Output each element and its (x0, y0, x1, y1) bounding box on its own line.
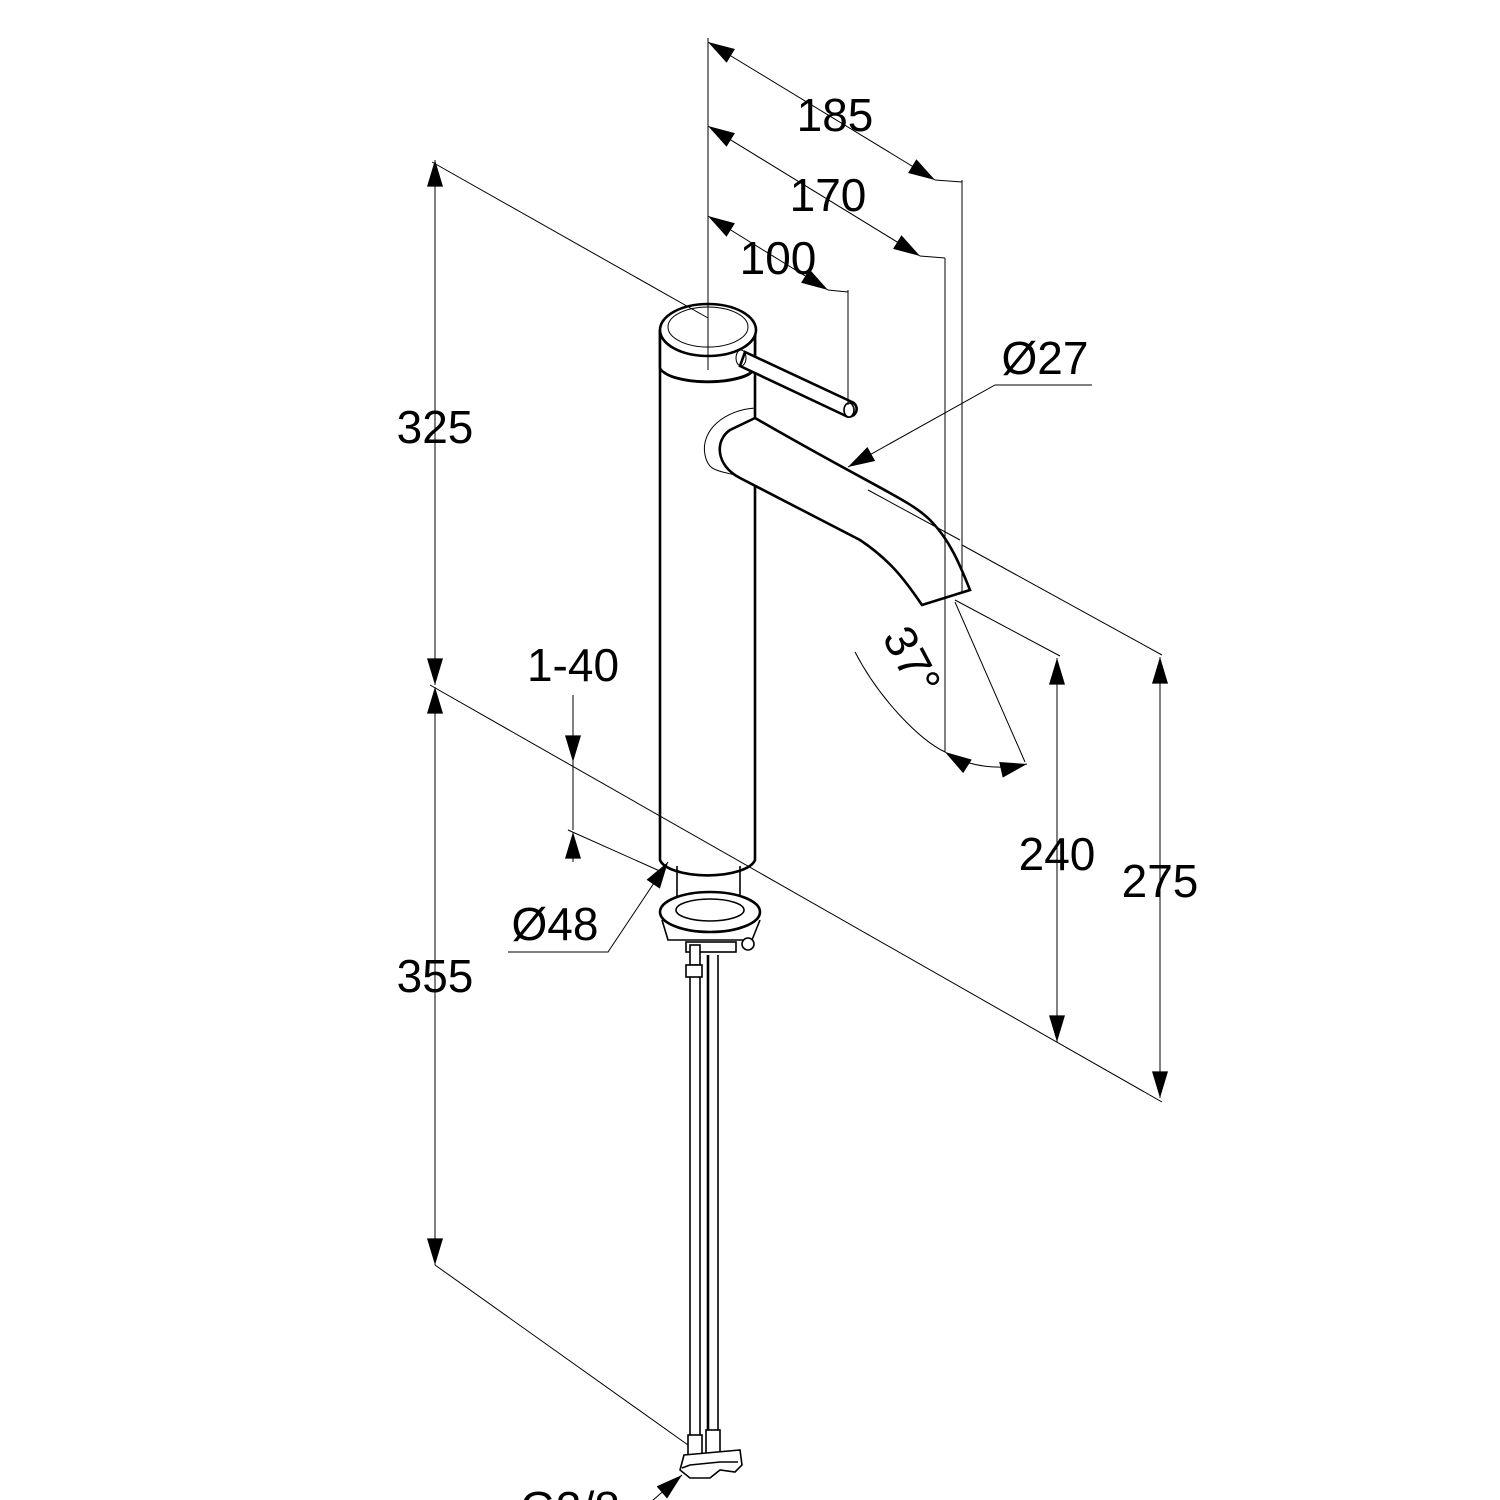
spout-diameter-label: Ø27 (1002, 332, 1089, 384)
lever-handle (735, 349, 858, 418)
hose-connector (679, 1449, 743, 1479)
dim-275-label: 275 (1122, 855, 1199, 907)
faucet-body (658, 330, 757, 920)
connection-thread-label: G3/8 (520, 1482, 620, 1500)
dim-355-label: 355 (397, 950, 474, 1002)
dim-100-label: 100 (740, 232, 817, 284)
body-diameter-label: Ø48 (512, 898, 599, 950)
spout (703, 407, 972, 607)
supply-hoses (685, 944, 721, 1461)
dim-185-label: 185 (797, 89, 874, 141)
mounting-flange (658, 890, 762, 953)
dim-240-label: 240 (1019, 828, 1096, 880)
dim-170-label: 170 (790, 169, 867, 221)
dim-325-label: 325 (397, 401, 474, 453)
spout-angle-label: 37° (873, 618, 952, 704)
deck-thickness-label: 1-40 (527, 639, 619, 691)
dimension-lines (427, 38, 1168, 1500)
